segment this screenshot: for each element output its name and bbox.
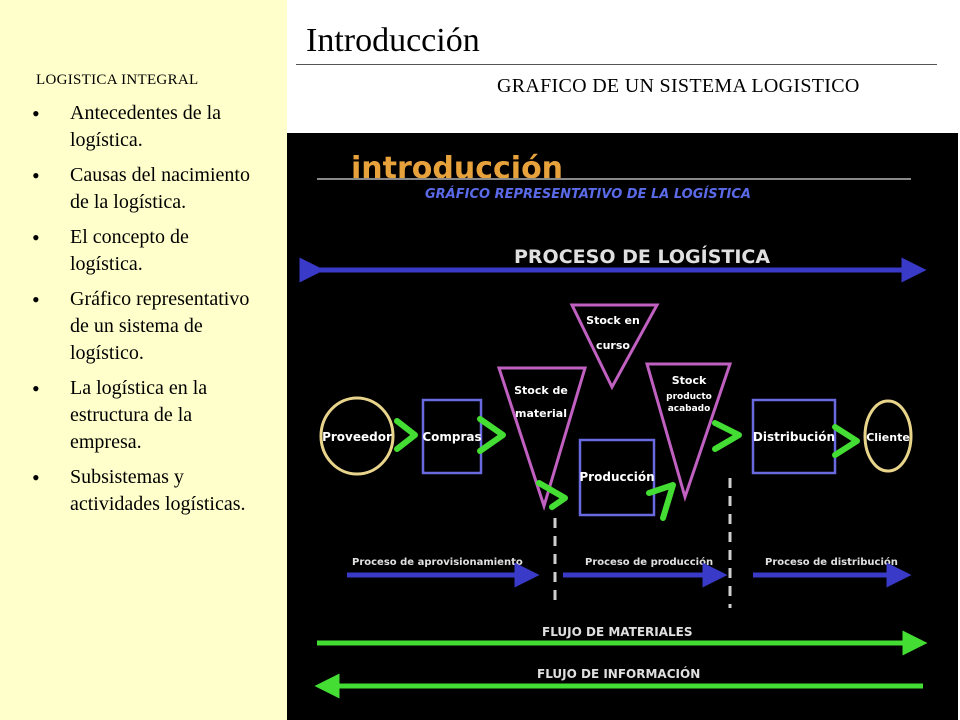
list-item-label: Subsistemas y actividades logísticas. [70, 466, 246, 515]
cliente-label: Cliente [866, 431, 910, 444]
compras-label: Compras [422, 430, 481, 444]
list-item-label: La logística en la estructura de la empr… [70, 377, 208, 453]
subprocess-label: Proceso de aprovisionamiento [352, 557, 523, 568]
diagram-subheading: GRÁFICO REPRESENTATIVO DE LA LOGÍSTICA [425, 186, 751, 202]
list-item: • Antecedentes de la logística. [32, 100, 262, 154]
sidebar: LOGISTICA INTEGRAL • Antecedentes de la l… [0, 0, 287, 720]
bullet-icon: • [32, 101, 40, 126]
sidebar-heading: LOGISTICA INTEGRAL [36, 72, 199, 88]
page-subtitle: GRAFICO DE UN SISTEMA LOGISTICO [497, 75, 860, 97]
chevron-arrow-icon [477, 416, 506, 454]
stock-material-label: material [515, 407, 567, 420]
title-divider [296, 64, 937, 65]
bullet-icon: • [32, 163, 40, 188]
bullet-icon: • [32, 287, 40, 312]
list-item-label: Causas del nacimiento de la logística. [70, 164, 250, 213]
topic-list: • Antecedentes de la logística. • Causas d… [32, 100, 262, 526]
bullet-icon: • [32, 225, 40, 250]
stock-producto-node [645, 362, 733, 503]
list-item: • El concepto de logística. [32, 224, 262, 278]
subprocess-label: Proceso de distribución [765, 556, 898, 568]
stock-curso-label: curso [596, 339, 630, 352]
logistics-diagram-svg: introducción GRÁFICO REPRESENTATIVO DE L… [299, 151, 928, 699]
stock-material-node [496, 366, 588, 512]
subprocess-label: Proceso de producción [585, 556, 713, 568]
stock-producto-label: Stock [672, 374, 707, 387]
chevron-arrow-icon [394, 418, 418, 452]
produccion-label: Producción [579, 470, 654, 484]
list-item: • Causas del nacimiento de la logística. [32, 162, 262, 216]
stock-producto-label: acabado [668, 404, 711, 414]
produccion-node [578, 438, 656, 517]
chevron-arrow-icon [832, 424, 860, 458]
chevron-arrow-icon [536, 480, 568, 510]
proveedor-label: Proveedor [322, 430, 392, 444]
list-item-label: Gráfico representativo de un sistema de … [70, 288, 250, 364]
process-label: PROCESO DE LOGÍSTICA [514, 245, 770, 268]
list-item-label: Antecedentes de la logística. [70, 102, 222, 151]
stock-curso-node [569, 303, 660, 391]
page-title: Introducción [306, 22, 480, 59]
bullet-icon: • [32, 376, 40, 401]
cliente-node [863, 399, 913, 473]
distribucion-label: Distribución [753, 430, 835, 444]
list-item: • Subsistemas y actividades logísticas. [32, 464, 262, 518]
list-item-label: El concepto de logística. [70, 226, 189, 275]
compras-node [421, 398, 483, 475]
list-item: • La logística en la estructura de la emp… [32, 375, 262, 456]
chevron-arrow-icon [712, 420, 742, 452]
proveedor-node [319, 396, 395, 476]
stock-producto-label: producto [666, 392, 712, 402]
chevron-arrow-icon [646, 482, 676, 521]
logistics-diagram: introducción GRÁFICO REPRESENTATIVO DE L… [287, 133, 958, 720]
stock-curso-label: Stock en [586, 314, 640, 327]
stock-material-label: Stock de [514, 384, 568, 397]
diagram-heading: introducción [351, 151, 563, 186]
flujo-materiales-label: FLUJO DE MATERIALES [542, 625, 693, 639]
flujo-informacion-label: FLUJO DE INFORMACIÓN [537, 666, 700, 681]
distribucion-node [751, 398, 837, 475]
bullet-icon: • [32, 465, 40, 490]
list-item: • Gráfico representativo de un sistema de… [32, 286, 262, 367]
